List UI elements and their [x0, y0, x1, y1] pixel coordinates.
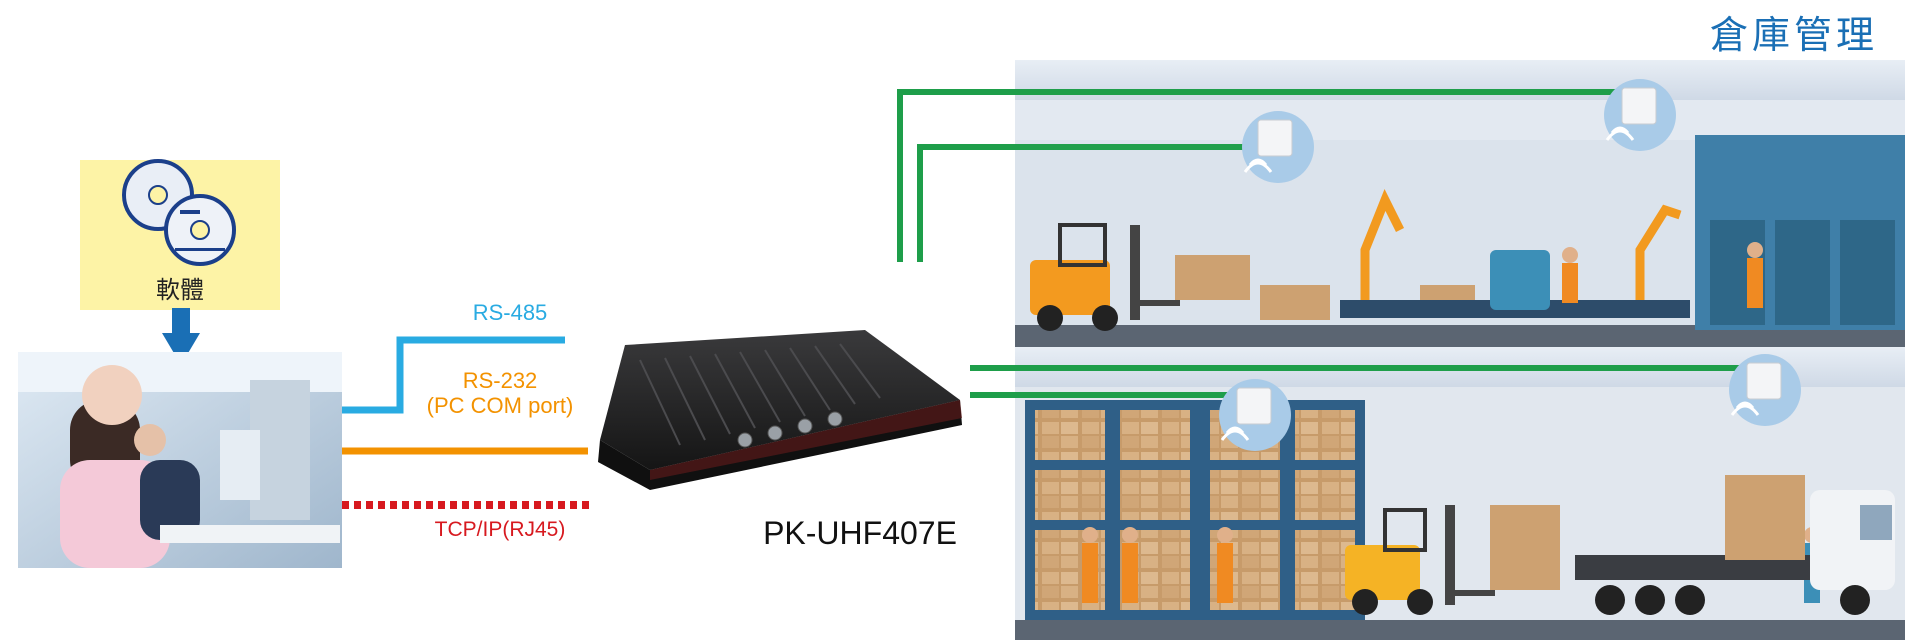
warehouse-shelves [1025, 400, 1365, 620]
rfid-antenna-icon [1242, 111, 1314, 183]
wifi-signal-icon [1730, 401, 1760, 416]
wifi-signal-icon [1605, 126, 1635, 141]
upper-floor-slab [1015, 325, 1905, 347]
software-panel [80, 159, 280, 310]
rfid-reader-device [598, 330, 962, 490]
cd-disc-icon [122, 159, 236, 266]
device-name: PK-UHF407E [763, 515, 957, 551]
antenna-cables [897, 89, 1765, 398]
rfid-antenna-icon [1604, 79, 1676, 151]
forklift-icon [1345, 505, 1560, 615]
rfid-antenna-icon [1729, 354, 1801, 426]
forklift-icon [1030, 223, 1180, 331]
wifi-signal-icon [1220, 426, 1250, 441]
down-arrow-icon [162, 308, 200, 365]
rs232-label-line2: (PC COM port) [426, 393, 574, 419]
rfid-antenna-icon [1219, 379, 1291, 451]
rs232-label: RS-232 (PC COM port) [410, 368, 590, 419]
rs485-label: RS-485 [472, 300, 548, 325]
lower-floor [1015, 620, 1905, 640]
wifi-signal-icon [1243, 158, 1273, 173]
office-photo [18, 352, 342, 568]
antenna-cable-1 [897, 89, 1640, 262]
software-label: 軟體 [156, 276, 204, 304]
rs485-line [342, 336, 565, 414]
robot-arm-icon [1360, 189, 1682, 300]
worker-icon [1562, 242, 1763, 308]
antenna-cable-2 [917, 144, 1250, 262]
rs232-label-line1: RS-232 [462, 368, 538, 393]
truck-icon [1575, 475, 1895, 615]
page-title: 倉庫管理 [1709, 13, 1878, 57]
tcp-label: TCP/IP(RJ45) [434, 518, 566, 541]
warehouse-scene [1015, 60, 1905, 640]
